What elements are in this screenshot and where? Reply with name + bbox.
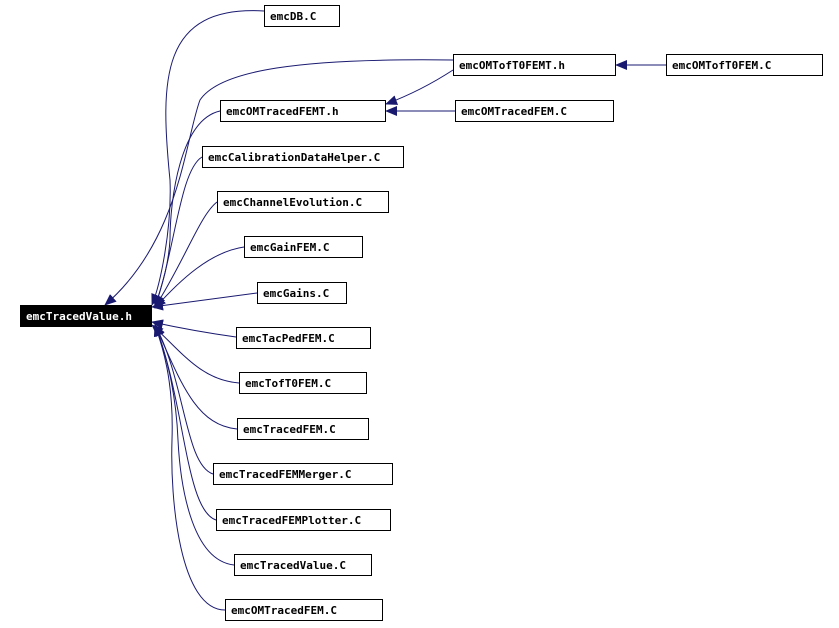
- edge-emcOMTracedFEM-C-bottom-to-root: [153, 324, 226, 611]
- edge-emcGainFEM-to-root: [154, 246, 245, 309]
- edge-emcDB-to-root: [151, 10, 265, 306]
- node-emcGains-C[interactable]: emcGains.C: [257, 282, 347, 304]
- edge-emcTracedFEM-to-root: [154, 324, 238, 430]
- node-emcCalibrationDataHelper-C[interactable]: emcCalibrationDataHelper.C: [202, 146, 404, 168]
- node-emcTracedValue-C[interactable]: emcTracedValue.C: [234, 554, 372, 576]
- node-emcOMTracedFEM-C-bottom[interactable]: emcOMTracedFEM.C: [225, 599, 383, 621]
- edge-emcTracedFEMMerger-to-root: [154, 324, 214, 475]
- node-emcGainFEM-C[interactable]: emcGainFEM.C: [244, 236, 363, 258]
- edge-emcChannelEvolution-to-root: [154, 201, 218, 308]
- node-emcDB-C[interactable]: emcDB.C: [264, 5, 340, 27]
- node-emcChannelEvolution-C[interactable]: emcChannelEvolution.C: [217, 191, 389, 213]
- edge-emcOMTofT0FEMT-to-root: [104, 59, 454, 306]
- node-emcTofT0FEM-C[interactable]: emcTofT0FEM.C: [239, 372, 367, 394]
- edge-emcOMTofT0FEMT-to-emcOMTracedFEMT: [385, 69, 454, 105]
- node-emcOMTofT0FEMT-h[interactable]: emcOMTofT0FEMT.h: [453, 54, 616, 76]
- edge-emcTracedValue-C-to-root: [154, 324, 235, 566]
- node-emcTracedValue-h: emcTracedValue.h: [20, 305, 152, 327]
- node-emcOMTracedFEMT-h[interactable]: emcOMTracedFEMT.h: [220, 100, 386, 122]
- node-emcOMTofT0FEM-C[interactable]: emcOMTofT0FEM.C: [666, 54, 823, 76]
- node-emcTracedFEMPlotter-C[interactable]: emcTracedFEMPlotter.C: [216, 509, 391, 531]
- edge-emcGains-to-root: [151, 292, 258, 311]
- node-emcTacPedFEM-C[interactable]: emcTacPedFEM.C: [236, 327, 371, 349]
- edge-emcTacPedFEM-to-root: [151, 319, 237, 338]
- node-emcOMTracedFEM-C-top[interactable]: emcOMTracedFEM.C: [455, 100, 614, 122]
- edge-emcCalibrationDataHelper-to-root: [153, 156, 203, 308]
- node-emcTracedFEMMerger-C[interactable]: emcTracedFEMMerger.C: [213, 463, 393, 485]
- node-emcTracedFEM-C[interactable]: emcTracedFEM.C: [237, 418, 369, 440]
